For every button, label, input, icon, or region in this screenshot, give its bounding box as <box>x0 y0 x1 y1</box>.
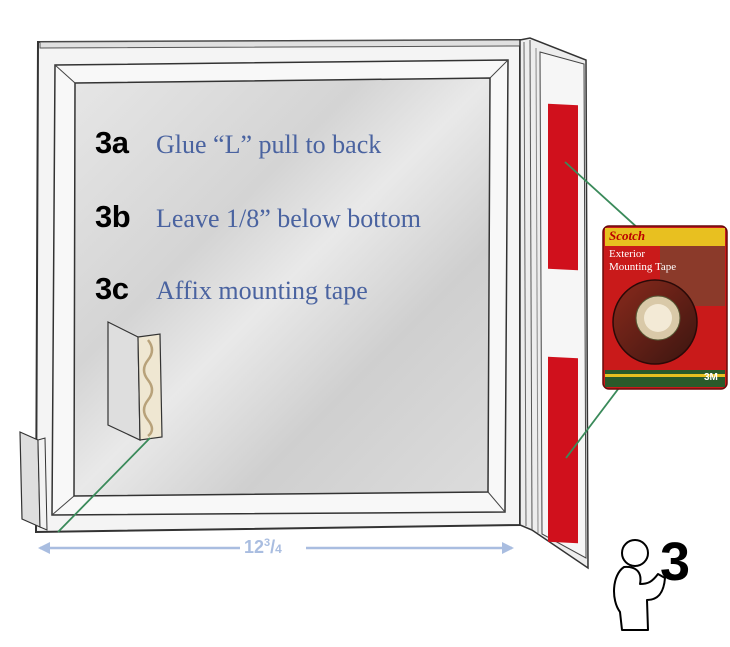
l-pull-bottom <box>20 432 47 530</box>
step-3a: 3a Glue “L” pull to back <box>95 125 381 161</box>
step-text: Glue “L” pull to back <box>156 130 381 160</box>
dimension-denominator: 4 <box>275 542 282 556</box>
package-brand: Scotch <box>609 228 645 244</box>
step-3b: 3b Leave 1/8” below bottom <box>95 199 421 235</box>
step-badge: 3 <box>660 535 690 589</box>
width-dimension-label: 123/4 <box>244 537 304 558</box>
step-text: Affix mounting tape <box>156 276 368 306</box>
tape-strip-bottom <box>548 357 578 544</box>
person-icon <box>614 540 665 630</box>
l-pull-tab <box>108 322 162 440</box>
step-number: 3b <box>95 199 156 235</box>
step-text: Leave 1/8” below bottom <box>156 204 421 234</box>
step-number: 3c <box>95 271 156 307</box>
package-line1: Exterior <box>609 248 645 260</box>
step-3c: 3c Affix mounting tape <box>95 271 368 307</box>
step-number: 3a <box>95 125 156 161</box>
dimension-whole: 12 <box>244 537 264 557</box>
tape-strip-top <box>548 104 578 271</box>
package-line2: Mounting Tape <box>609 261 676 273</box>
package-maker: 3M <box>704 372 718 383</box>
